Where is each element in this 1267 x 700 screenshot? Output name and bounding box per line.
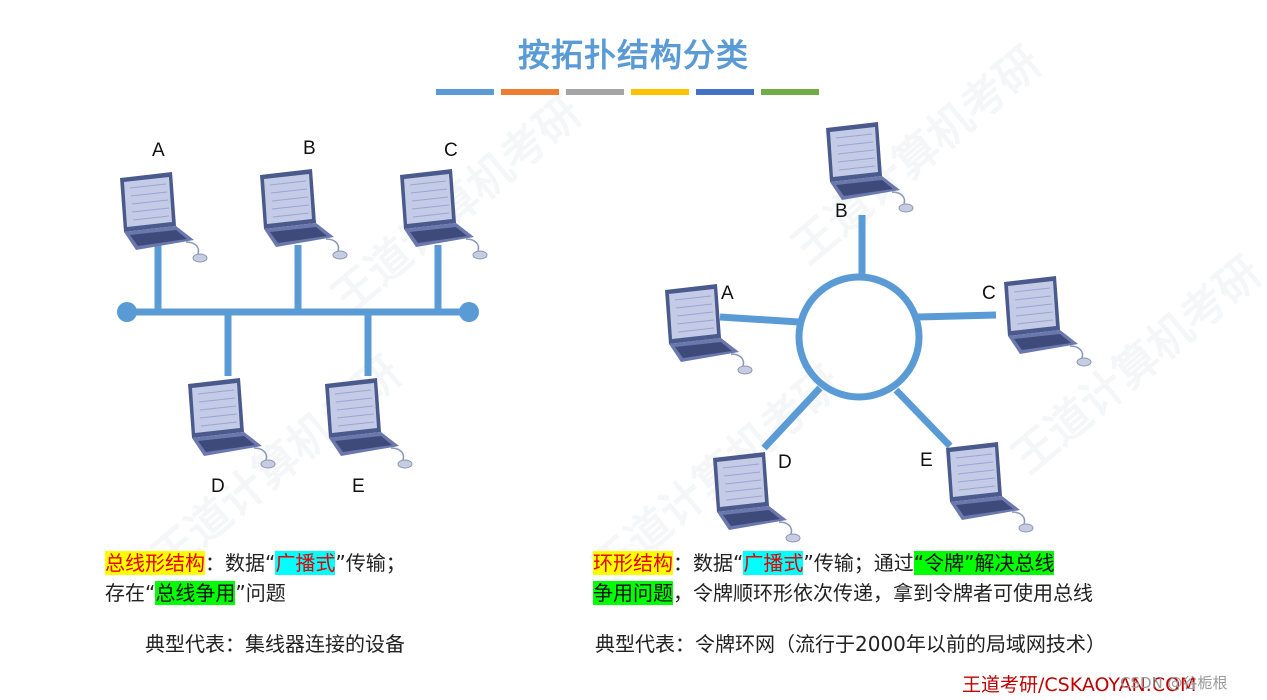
- laptop-icon: [324, 377, 413, 469]
- description-segment: 存在“: [105, 581, 156, 605]
- ring-node-label: B: [835, 201, 848, 222]
- color-bar: [761, 89, 819, 95]
- laptop-icon: [259, 168, 348, 260]
- bus-node-label: D: [211, 476, 225, 497]
- bus-terminator: [117, 302, 137, 322]
- bus-node-label: B: [303, 138, 316, 159]
- description-segment: 广播式: [275, 551, 336, 575]
- laptop-icon: [119, 171, 208, 263]
- page-title: 按拓扑结构分类: [517, 36, 749, 74]
- ring-description: 环形结构：数据“广播式”传输；通过“令牌”解决总线争用问题，令牌顺环形依次传递，…: [593, 548, 1233, 608]
- color-bar: [436, 89, 494, 95]
- description-segment: ：数据“: [205, 551, 276, 575]
- bus-node-label: E: [352, 476, 365, 497]
- ring-link: [719, 313, 800, 326]
- ring-link: [917, 311, 997, 321]
- color-bar: [696, 89, 754, 95]
- ring-typical: 典型代表：令牌环网（流行于2000年以前的局域网技术）: [595, 632, 1106, 656]
- footer-brand: 王道考研/CSKAOYAN.COM: [962, 674, 1197, 696]
- ring-circle: [795, 273, 923, 401]
- ring-link: [893, 387, 953, 449]
- ring-node-label: E: [920, 450, 933, 471]
- ring-topology: [664, 121, 1092, 543]
- ring-link: [761, 385, 823, 451]
- ring-node-label: C: [982, 283, 996, 304]
- color-bar: [566, 89, 624, 95]
- ring-node-label: A: [721, 283, 734, 304]
- description-segment: “令牌”解决总线: [913, 551, 1055, 575]
- description-segment: 总线争用: [155, 581, 236, 605]
- description-segment: ，令牌顺环形依次传递，拿到令牌者可使用总线: [673, 581, 1093, 605]
- color-bar: [501, 89, 559, 95]
- description-segment: 广播式: [743, 551, 804, 575]
- description-segment: 总线形结构: [105, 551, 205, 575]
- laptop-icon: [187, 377, 276, 469]
- bus-terminator: [459, 302, 479, 322]
- bus-description: 总线形结构：数据“广播式”传输； 存在“总线争用”问题: [105, 548, 525, 608]
- description-segment: 环形结构: [593, 551, 673, 575]
- laptop-icon: [1003, 275, 1092, 367]
- ring-node-label: D: [778, 452, 792, 473]
- bus-typical: 典型代表：集线器连接的设备: [145, 632, 405, 656]
- bus-topology: [117, 168, 488, 469]
- description-segment: ”传输；: [335, 551, 406, 575]
- description-segment: ”传输；通过: [803, 551, 914, 575]
- laptop-icon: [664, 283, 753, 375]
- description-segment: ：数据“: [673, 551, 744, 575]
- bus-node-label: C: [444, 140, 458, 161]
- laptop-icon: [399, 168, 488, 260]
- description-segment: 争用问题: [593, 581, 673, 605]
- color-bar: [631, 89, 689, 95]
- laptop-icon: [825, 121, 914, 213]
- bus-node-label: A: [152, 140, 165, 161]
- laptop-icon: [945, 441, 1034, 533]
- description-segment: ”问题: [235, 581, 286, 605]
- footer-csdn: CSDN @谷栀根: [1120, 674, 1228, 692]
